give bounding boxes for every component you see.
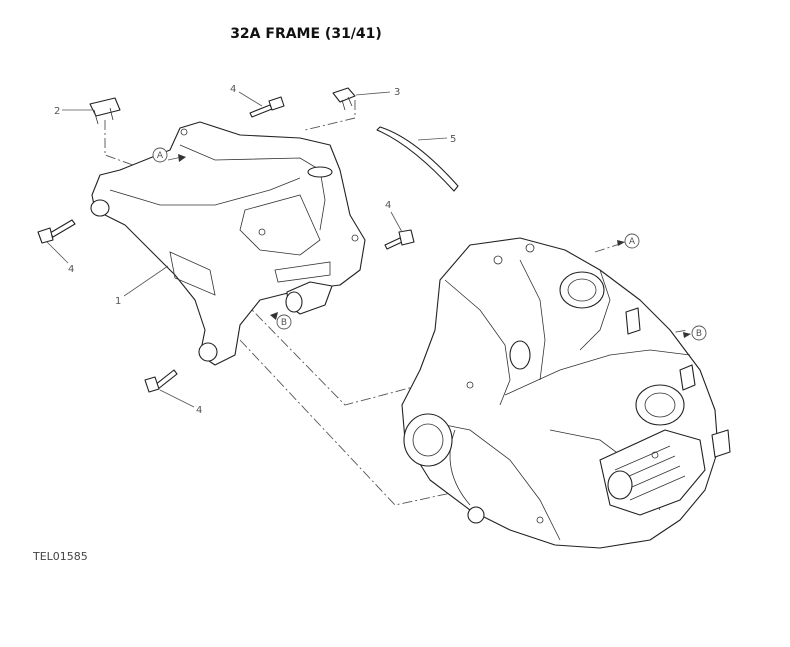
callouts: 2 4 3 5 4 4 1 4 [54, 84, 456, 416]
screw-left [37, 219, 76, 244]
ref-b-frame-label: B [281, 318, 287, 328]
callout-screw-right: 4 [385, 200, 391, 211]
frame-part [90, 121, 366, 366]
ref-a-frame-label: A [157, 151, 164, 161]
engine-assembly [401, 237, 731, 549]
leader-lines [46, 91, 448, 408]
ref-b-engine: B [683, 325, 707, 341]
ref-a-engine: A [617, 233, 640, 249]
screw-top [249, 96, 285, 118]
callout-screw-left: 4 [68, 264, 74, 275]
callout-clip: 3 [394, 87, 400, 98]
ref-a-engine-label: A [629, 237, 636, 247]
pipe-part [376, 126, 459, 192]
callout-screw-bottom: 4 [196, 405, 202, 416]
screw-bottom [144, 369, 178, 393]
bracket-part [89, 97, 121, 125]
ref-b-engine-label: B [696, 329, 702, 339]
figure-reference-code: TEL01585 [33, 550, 88, 563]
ref-a-frame: A [152, 147, 186, 163]
clip-part [332, 87, 356, 111]
callout-bracket: 2 [54, 106, 60, 117]
callout-screw-top: 4 [230, 84, 236, 95]
diagram-title: 32A FRAME (31/41) [230, 26, 382, 42]
ref-b-frame: B [270, 312, 292, 330]
callout-pipe: 5 [450, 134, 456, 145]
callout-frame: 1 [115, 296, 121, 307]
screw-right [384, 229, 415, 250]
